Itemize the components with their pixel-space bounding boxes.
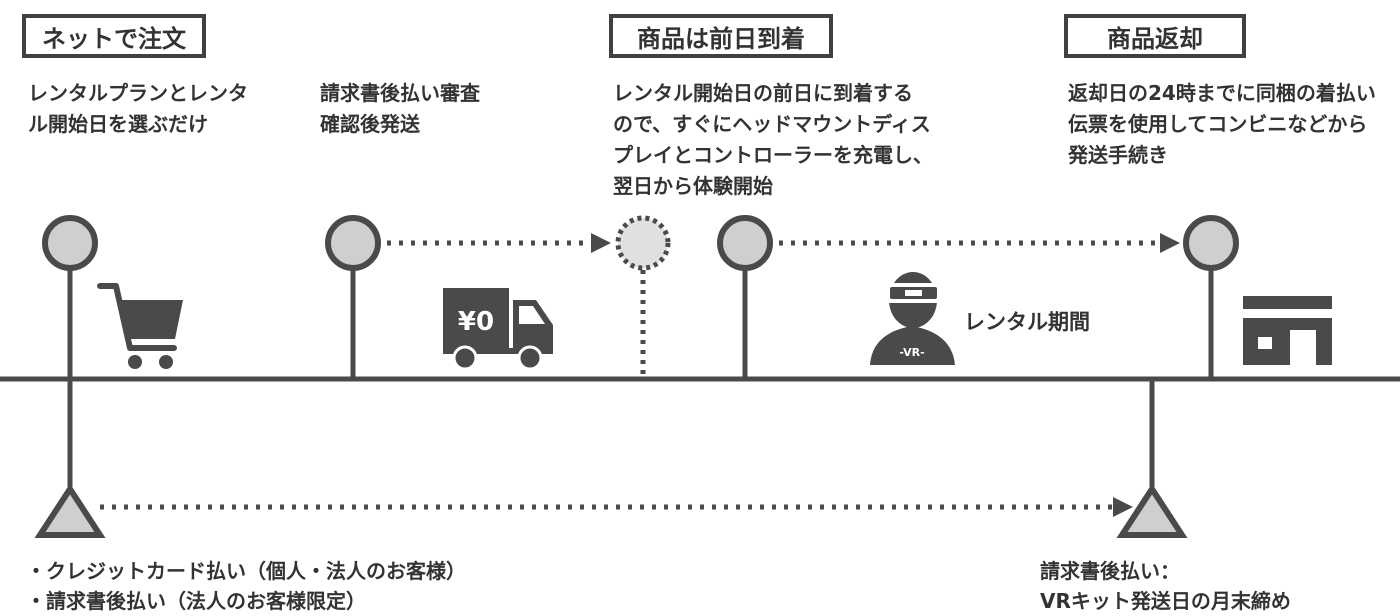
billing-line: VRキット発送日の月末締め bbox=[1040, 589, 1291, 613]
desc-line: レンタル開始日の前日に到着する bbox=[613, 81, 913, 105]
node-ship bbox=[325, 215, 381, 271]
step-title-arrive: 商品は前日到着 bbox=[609, 14, 833, 58]
step-title-order: ネットで注文 bbox=[22, 14, 206, 58]
step-title-return: 商品返却 bbox=[1064, 14, 1246, 58]
step-desc-order: レンタルプランとレンタ ル開始日を選ぶだけ bbox=[28, 78, 248, 140]
billing-line: 請求書後払い： bbox=[1040, 559, 1180, 583]
convenience-store-icon bbox=[1243, 296, 1332, 365]
desc-line: プレイとコントローラーを充電し、 bbox=[613, 143, 933, 167]
payment-line: ・請求書後払い（法人のお客様限定） bbox=[26, 589, 366, 613]
desc-line: 発送手続き bbox=[1068, 143, 1168, 167]
desc-line: ので、すぐにヘッドマウントディス bbox=[613, 112, 931, 136]
desc-line: 伝票を使用してコンビニなどから bbox=[1068, 112, 1368, 136]
desc-line: レンタルプランとレンタ bbox=[28, 81, 248, 105]
desc-line: 確認後発送 bbox=[320, 112, 420, 136]
desc-line: 請求書後払い審査 bbox=[320, 81, 480, 105]
node-return bbox=[1183, 215, 1239, 271]
node-order bbox=[42, 215, 98, 271]
node-payment-start bbox=[34, 483, 106, 538]
arrowhead-billing bbox=[1113, 497, 1133, 517]
node-billing bbox=[1116, 483, 1188, 538]
arrowhead-arrive bbox=[591, 233, 611, 253]
shopping-cart-icon bbox=[97, 283, 183, 369]
desc-line: ル開始日を選ぶだけ bbox=[28, 112, 208, 136]
node-rental-start bbox=[717, 215, 773, 271]
vr-headset-person-icon: -VR- bbox=[870, 272, 955, 365]
step-desc-arrive: レンタル開始日の前日に到着する ので、すぐにヘッドマウントディス プレイとコント… bbox=[613, 78, 933, 202]
vr-badge: -VR- bbox=[899, 346, 924, 359]
arrowhead-return bbox=[1160, 233, 1180, 253]
desc-line: 翌日から体験開始 bbox=[613, 174, 773, 198]
delivery-truck-icon: ¥0 bbox=[443, 288, 553, 371]
node-arrive bbox=[615, 215, 671, 271]
desc-line: 返却日の24時までに同梱の着払い bbox=[1068, 81, 1376, 105]
billing-terms: 請求書後払い： VRキット発送日の月末締め bbox=[1040, 556, 1291, 616]
payment-methods: ・クレジットカード払い（個人・法人のお客様） ・請求書後払い（法人のお客様限定） bbox=[26, 556, 466, 616]
rental-period-label: レンタル期間 bbox=[964, 310, 1090, 334]
step-desc-return: 返却日の24時までに同梱の着払い 伝票を使用してコンビニなどから 発送手続き bbox=[1068, 78, 1376, 171]
step-desc-ship: 請求書後払い審査 確認後発送 bbox=[320, 78, 480, 140]
truck-price-label: ¥0 bbox=[458, 307, 494, 337]
payment-line: ・クレジットカード払い（個人・法人のお客様） bbox=[26, 559, 466, 583]
